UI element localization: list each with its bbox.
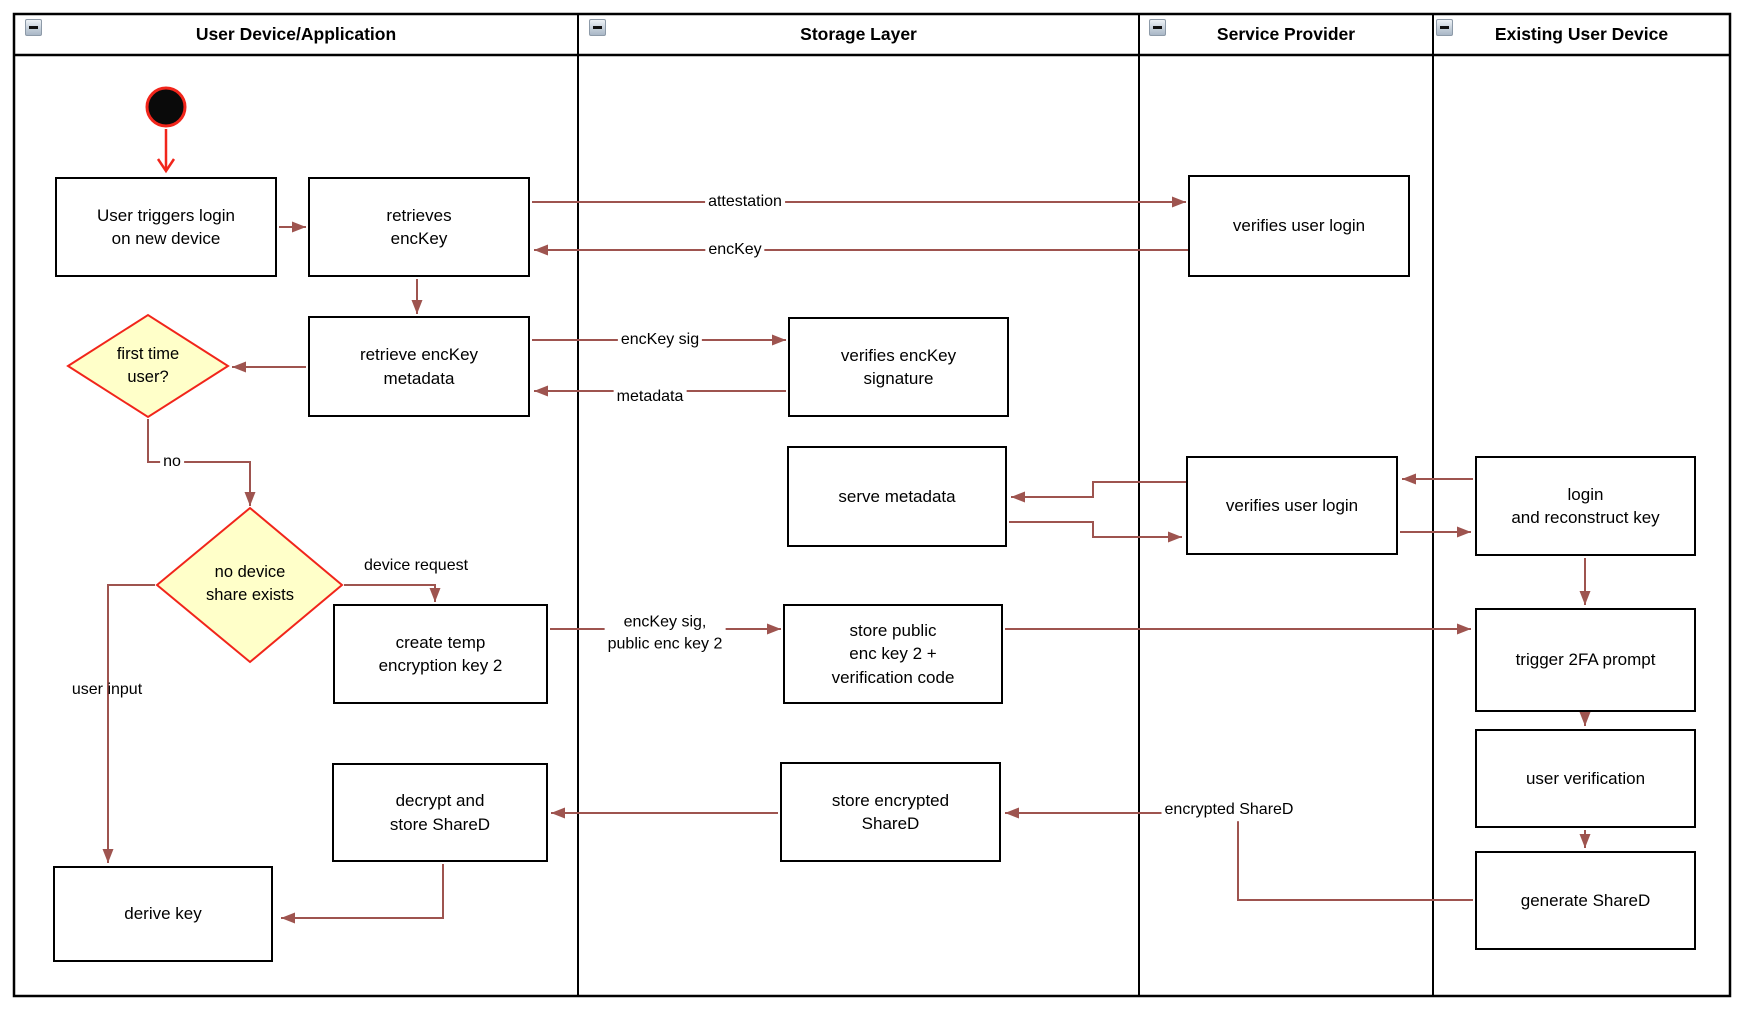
edge-label-no: no [160,451,184,473]
node-decrypt-and-store-shared[interactable]: decrypt and store ShareD [332,763,548,862]
edge-device-request [344,584,441,602]
node-create-temp-encryption-key-2[interactable]: create temp encryption key 2 [333,604,548,704]
node-retrieves-enckey[interactable]: retrieves encKey [308,177,530,277]
node-store-public-enc-key-2[interactable]: store public enc key 2 + verification co… [783,604,1003,704]
decision-first-time-user[interactable] [66,313,230,419]
collapse-icon[interactable] [25,19,42,36]
lane-header-service-provider[interactable]: Service Provider [1139,14,1433,55]
node-user-triggers-login[interactable]: User triggers login on new device [55,177,277,277]
edge-label-attestation: attestation [705,191,785,213]
node-trigger-2fa-prompt[interactable]: trigger 2FA prompt [1475,608,1696,712]
decision-no-device-share-label: no device share exists [205,562,295,604]
edge-serve-to-verify2 [1009,521,1182,543]
swimlane-outer-border [12,12,1732,998]
edge-label-device-request: device request [363,557,469,575]
node-store-encrypted-shared[interactable]: store encrypted ShareD [780,762,1001,862]
node-derive-key[interactable]: derive key [53,866,273,962]
edge-verify2-to-serve [1011,481,1186,503]
minus-icon [593,26,602,29]
edge-generate-to-storeenc [1005,807,1473,901]
collapse-icon[interactable] [1149,19,1166,36]
decision-no-device-share[interactable] [155,506,344,664]
arrowhead-start [156,158,176,174]
edge-label-user-input: user input [71,681,143,699]
edge-label-enckey: encKey [705,239,765,261]
minus-icon [1440,26,1449,29]
minus-icon [29,26,38,29]
lane-header-storage-layer[interactable]: Storage Layer [578,14,1139,55]
node-verifies-enckey-signature[interactable]: verifies encKey signature [788,317,1009,417]
node-generate-shared[interactable]: generate ShareD [1475,851,1696,950]
node-retrieve-enckey-metadata[interactable]: retrieve encKey metadata [308,316,530,417]
node-verifies-user-login-2[interactable]: verifies user login [1186,456,1398,555]
lane-header-existing-user-device[interactable]: Existing User Device [1433,14,1730,55]
node-user-verification[interactable]: user verification [1475,729,1696,828]
edge-label-enckey-sig-public: encKey sig, public enc key 2 [604,611,726,655]
lane-header-user-device[interactable]: User Device/Application [14,14,578,55]
lane-title: User Device/Application [195,24,397,44]
edge-no-branch [147,419,256,506]
node-serve-metadata[interactable]: serve metadata [787,446,1007,547]
edge-label-encrypted-shared: encrypted ShareD [1161,799,1297,821]
edge-label-metadata: metadata [613,386,687,408]
node-verifies-user-login-1[interactable]: verifies user login [1188,175,1410,277]
edge-user-input [102,584,155,863]
start-node[interactable] [145,86,187,128]
lane-title: Existing User Device [1494,24,1669,44]
decision-first-time-user-label: first time user? [116,344,180,386]
edge-decrypt-to-derive [281,864,444,924]
edge-label-enckey-sig: encKey sig [617,329,703,351]
node-login-and-reconstruct-key[interactable]: login and reconstruct key [1475,456,1696,556]
lane-title: Service Provider [1216,24,1356,44]
lane-title: Storage Layer [800,24,917,44]
collapse-icon[interactable] [1436,19,1453,36]
collapse-icon[interactable] [589,19,606,36]
minus-icon [1153,26,1162,29]
